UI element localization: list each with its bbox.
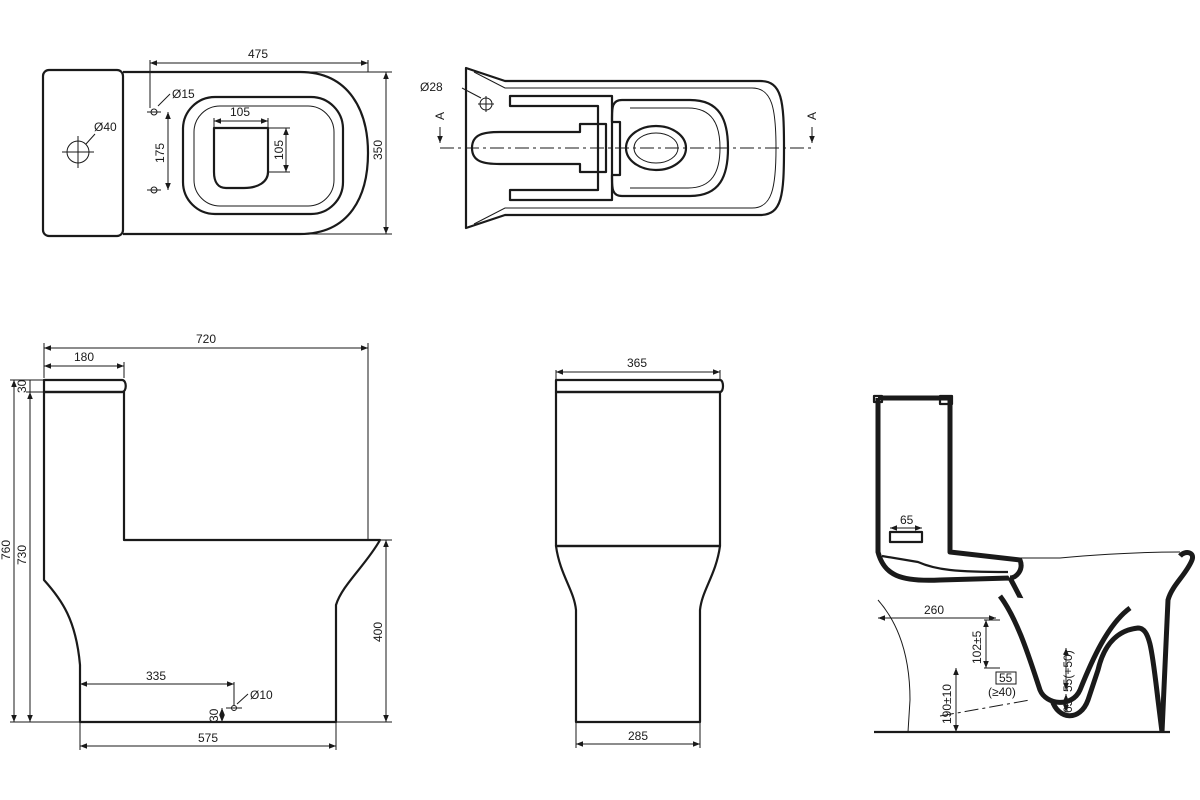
seat-plan: [181, 95, 345, 216]
bolt-spacing-label: 175: [153, 143, 167, 163]
outlet-plan: [212, 126, 270, 190]
tank-lid-front: [554, 378, 725, 394]
bolt-offset-dim-label: 335: [146, 669, 166, 683]
inlet-dia-label: Ø40: [94, 120, 117, 134]
flush-ring: [610, 98, 730, 198]
pipe-size-dim-label: 55: [999, 671, 1013, 685]
tank-depth-dim-label: 180: [74, 350, 94, 364]
side-view: 720 180 760 730 30 400 335 30 Ø10: [0, 332, 392, 750]
seat-inner-plan: [193, 105, 335, 207]
mount-hole-dia-label: Ø28: [420, 80, 443, 94]
bolt-dia-label: Ø15: [172, 87, 195, 101]
front-width-dim-label: 365: [627, 356, 647, 370]
section-mark-right: A: [805, 112, 819, 120]
front-view: 365 285: [554, 356, 725, 748]
tank-height-dim-label: 730: [15, 545, 29, 565]
base-length-dim-label: 575: [198, 731, 218, 745]
side-outline: [42, 390, 382, 724]
total-height-dim-label: 760: [0, 540, 13, 560]
valve-width-dim-label: 65: [900, 513, 914, 527]
width-dim-label: 475: [248, 47, 268, 61]
bowl-height-dim-label: 400: [371, 622, 385, 642]
tank-lid-side: [42, 378, 127, 394]
bottom-view: Ø28 A A: [420, 66, 819, 230]
bowl-rim: [1159, 550, 1196, 733]
floor-height-dim-label: 190±10: [940, 684, 954, 724]
tank-wall: [878, 395, 1024, 581]
trap-bottom-dim-label: 65: [1061, 699, 1075, 713]
pedestal-front: [554, 544, 722, 724]
outlet-offset-dim-label: 260: [924, 603, 944, 617]
section-view: 65 260 102±5 190±10 55 (≥40) 55(+50) 65: [872, 394, 1196, 734]
section-mark-left: A: [433, 112, 447, 120]
length-dim-label: 720: [196, 332, 216, 346]
lid-height-dim-label: 30: [15, 379, 29, 393]
tank-front: [554, 390, 722, 548]
bolt-dia-side-label: Ø10: [250, 688, 273, 702]
pipe-clearance-dim-label: (≥40): [988, 685, 1016, 699]
seat-width-label: 105: [230, 105, 250, 119]
trap-depth-dim-label: 55(+50): [1061, 650, 1075, 692]
outlet-pipe: [470, 122, 608, 174]
fill-valve: [888, 530, 924, 544]
seat-depth-label: 105: [272, 140, 286, 160]
base-width-dim-label: 285: [628, 729, 648, 743]
depth-dim-label: 350: [371, 140, 385, 160]
bolt-height-dim-label: 30: [207, 708, 221, 722]
top-view: Ø40 Ø15 475 350 175 105 105: [41, 47, 392, 238]
tank-plan: [41, 68, 125, 238]
outlet-height-dim-label: 102±5: [970, 630, 984, 664]
bowl-plan: [123, 70, 370, 236]
